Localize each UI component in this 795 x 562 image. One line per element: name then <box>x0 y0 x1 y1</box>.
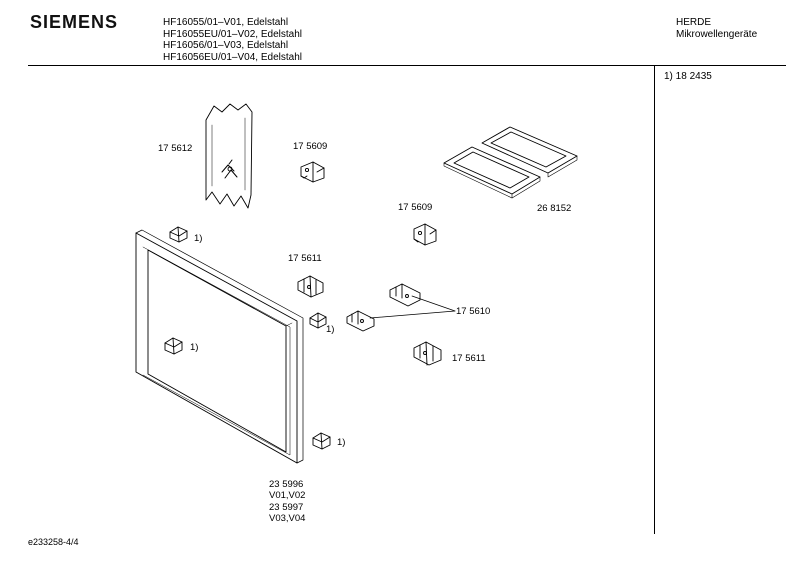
model-list: HF16055/01–V01, Edelstahl HF16055EU/01–V… <box>163 17 302 63</box>
door-code-line: 23 5996 <box>269 479 304 490</box>
part-label-trays: 26 8152 <box>537 203 572 214</box>
exploded-parts-diagram <box>135 103 578 464</box>
category-line: HERDE <box>676 17 712 28</box>
note-marker-hinge-mid: 1) <box>190 342 199 353</box>
door-frame-drawing <box>135 229 304 464</box>
part-label-latch: 17 5610 <box>456 306 491 317</box>
door-code-line: V01,V02 <box>269 490 306 502</box>
door-code-line: V03,V04 <box>269 512 306 524</box>
model-line: HF16055/01–V01, Edelstahl <box>163 17 289 28</box>
note-marker-hinge-bottom: 1) <box>337 437 346 448</box>
door-code-line: 23 5997 <box>269 501 304 513</box>
clip-lower-drawing <box>413 341 442 366</box>
bracket-top-drawing <box>300 161 325 183</box>
part-label-clip-lower: 17 5611 <box>452 353 486 364</box>
category-line: Mikrowellengeräte <box>676 28 758 40</box>
part-label-bag: 17 5612 <box>158 143 193 154</box>
latch-upper-drawing <box>389 283 421 307</box>
document-id: e233258-4/4 <box>28 537 79 547</box>
hinge-right-drawing <box>309 312 327 329</box>
hinge-top-drawing <box>169 226 188 243</box>
latch-lower-drawing <box>346 310 375 332</box>
parts-bag-drawing <box>205 103 253 209</box>
note-marker-hinge-top: 1) <box>194 233 203 244</box>
door-codes: 23 5996 V01,V02 23 5997 V03,V04 <box>269 479 305 524</box>
part-label-bracket-top: 17 5609 <box>293 141 328 152</box>
part-label-bracket-mid: 17 5609 <box>398 202 433 213</box>
model-line: HF16056/01–V03, Edelstahl <box>163 40 289 51</box>
clip-upper-drawing <box>297 275 324 298</box>
footnote: 1) 18 2435 <box>664 71 712 82</box>
part-label-clip-upper: 17 5611 <box>288 253 322 264</box>
category-block: HERDE Mikrowellengeräte <box>676 17 757 40</box>
sidebar-divider <box>654 65 655 534</box>
header-divider <box>28 65 786 66</box>
model-line: HF16055EU/01–V02, Edelstahl <box>163 28 302 40</box>
hinge-bottom-drawing <box>312 432 331 450</box>
hinge-mid-drawing <box>164 337 183 355</box>
note-marker-hinge-right: 1) <box>326 324 335 335</box>
brand-logo: SIEMENS <box>30 12 119 32</box>
model-line: HF16056EU/01–V04, Edelstahl <box>163 51 302 63</box>
trays-drawing <box>443 126 578 199</box>
leader-lines <box>369 295 456 319</box>
bracket-mid-drawing <box>413 223 437 246</box>
